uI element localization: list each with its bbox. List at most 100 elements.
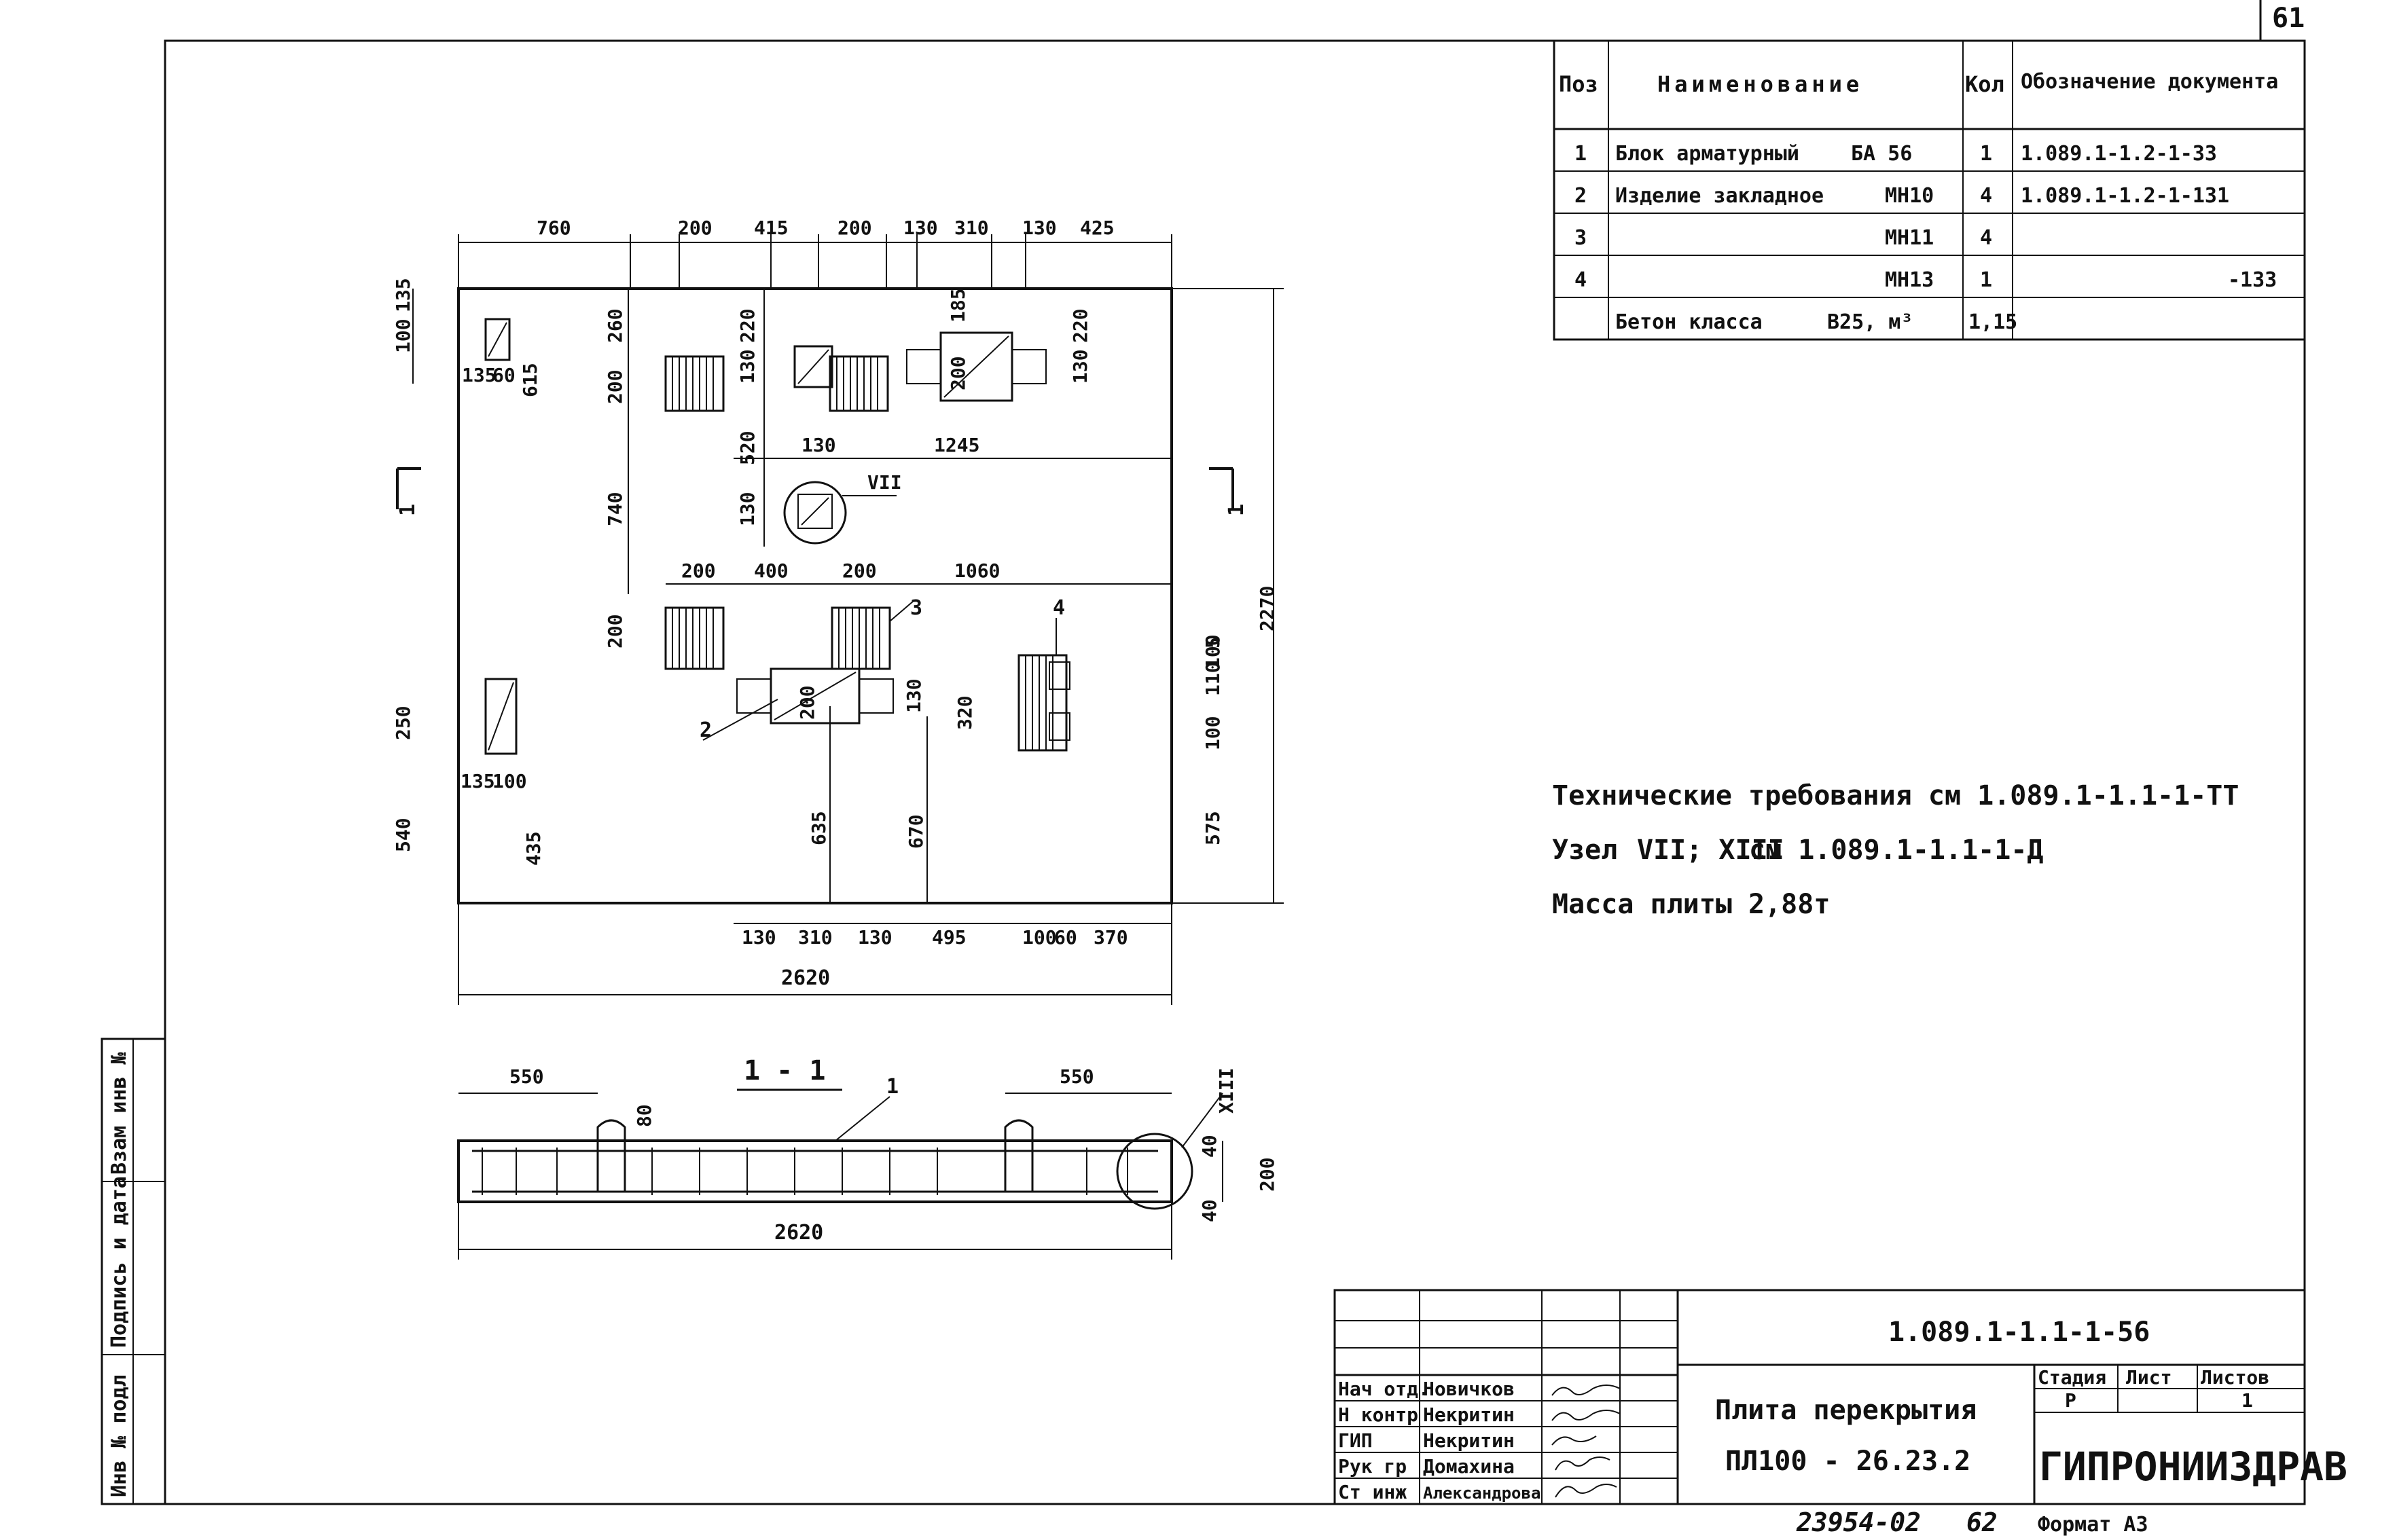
stamp-vzam-inv: Взам инв № <box>107 1051 131 1175</box>
note-mass: Масса плиты 2,88т <box>1552 889 1830 920</box>
section-view: 1 - 1 XIII 1 550 550 80 2620 40 200 <box>457 1055 1278 1260</box>
svg-text:200: 200 <box>796 685 818 720</box>
document-mark: ПЛ100 - 26.23.2 <box>1725 1446 1970 1477</box>
svg-text:135: 135 <box>392 278 414 312</box>
svg-text:2: 2 <box>1574 184 1587 208</box>
note-node-list: VII; XIII <box>1637 835 1784 866</box>
signature-1 <box>1551 1385 1621 1396</box>
svg-text:Рук гр: Рук гр <box>1338 1455 1407 1478</box>
svg-text:200: 200 <box>604 614 626 648</box>
svg-text:670: 670 <box>905 814 927 849</box>
svg-text:1,15: 1,15 <box>1968 310 2017 334</box>
spec-row-2: 2 Изделие закладное МН10 4 1.089.1-1.2-1… <box>1574 184 2229 208</box>
svg-text:635: 635 <box>808 811 830 845</box>
svg-text:615: 615 <box>519 363 541 397</box>
svg-text:1060: 1060 <box>954 560 1000 582</box>
svg-text:Новичков: Новичков <box>1423 1378 1515 1400</box>
svg-text:Некритин: Некритин <box>1423 1429 1515 1452</box>
spec-table: Поз Наименование Кол Обозначение докумен… <box>1553 39 2306 341</box>
signature-5 <box>1555 1484 1617 1498</box>
svg-text:130: 130 <box>801 434 836 456</box>
svg-text:185: 185 <box>947 288 969 323</box>
section-width-dim: 2620 <box>774 1221 823 1245</box>
svg-text:135: 135 <box>462 364 497 386</box>
svg-text:200: 200 <box>1256 1157 1278 1192</box>
svg-text:425: 425 <box>1080 217 1115 239</box>
organization: ГИПРОНИИЗДРАВ <box>2039 1444 2347 1490</box>
svg-text:40: 40 <box>1198 1199 1221 1222</box>
plate-mn11-2 <box>829 355 889 412</box>
spec-row-1: 1 Блок арматурный БА 56 1 1.089.1-1.2-1-… <box>1574 142 2217 166</box>
embedded-item-small-bottom <box>484 678 518 755</box>
svg-text:110: 110 <box>1202 661 1224 696</box>
svg-text:1245: 1245 <box>934 434 979 456</box>
svg-text:400: 400 <box>754 560 789 582</box>
spec-header-name: Наименование <box>1657 71 1863 97</box>
spec-row-4: 4 МН13 1 -133 <box>1574 268 2277 292</box>
svg-text:МН11: МН11 <box>1885 226 1934 250</box>
svg-text:5: 5 <box>1202 637 1224 648</box>
embedded-item-mn13 <box>1017 654 1070 752</box>
svg-text:4: 4 <box>1980 226 1992 250</box>
svg-text:540: 540 <box>392 818 414 852</box>
document-code: 1.089.1-1.1-1-56 <box>1888 1317 2150 1348</box>
svg-text:1: 1 <box>1574 142 1587 166</box>
svg-text:МН13: МН13 <box>1885 268 1934 292</box>
svg-text:100: 100 <box>492 770 527 792</box>
signature-2 <box>1551 1410 1621 1421</box>
svg-text:550: 550 <box>509 1065 544 1088</box>
section-mark-left: 1 <box>396 504 420 516</box>
svg-text:130: 130 <box>736 492 759 526</box>
note-node-suffix: см 1.089.1-1.1-1-Д <box>1749 835 2043 866</box>
svg-text:310: 310 <box>954 217 989 239</box>
svg-text:130: 130 <box>742 926 776 949</box>
sheet-frame <box>164 39 2306 1505</box>
page-number: 62 <box>1966 1507 1998 1537</box>
svg-text:1: 1 <box>1980 268 1992 292</box>
svg-text:310: 310 <box>798 926 833 949</box>
svg-text:Некритин: Некритин <box>1423 1404 1515 1426</box>
node-xiii-circle <box>1116 1133 1193 1210</box>
svg-text:Александрова: Александрова <box>1423 1484 1540 1503</box>
stamp-inv-podl: Инв № подл <box>107 1374 131 1497</box>
section-outline <box>457 1139 1173 1203</box>
svg-text:220: 220 <box>1069 308 1092 343</box>
format-label: Формат А3 <box>2038 1513 2148 1537</box>
svg-text:130: 130 <box>1069 349 1092 384</box>
svg-text:Изделие закладное: Изделие закладное <box>1615 184 1824 208</box>
svg-text:1.089.1-1.2-1-131: 1.089.1-1.2-1-131 <box>2021 184 2229 208</box>
svg-text:В25, м³: В25, м³ <box>1827 310 1913 334</box>
plate-mn11-4 <box>831 606 891 670</box>
svg-text:200: 200 <box>842 560 877 582</box>
svg-text:200: 200 <box>678 217 713 239</box>
svg-text:200: 200 <box>947 356 969 390</box>
svg-text:740: 740 <box>604 492 626 526</box>
svg-text:760: 760 <box>537 217 571 239</box>
svg-text:135: 135 <box>461 770 495 792</box>
svg-text:80: 80 <box>633 1104 655 1127</box>
overall-width-dim: 2620 <box>781 966 830 990</box>
svg-text:370: 370 <box>1094 926 1128 949</box>
overall-height-dim: 2270 <box>1256 586 1278 631</box>
svg-text:60: 60 <box>1054 926 1077 949</box>
stage-value: Р <box>2065 1389 2076 1412</box>
svg-text:200: 200 <box>837 217 872 239</box>
svg-text:130: 130 <box>1022 217 1057 239</box>
note-node-prefix: Узел <box>1552 835 1617 866</box>
plate-mn11-3 <box>664 606 725 670</box>
svg-text:Ст инж: Ст инж <box>1338 1481 1407 1503</box>
svg-text:1: 1 <box>1980 142 1992 166</box>
note-tech-requirements: Технические требования см 1.089.1-1.1-1-… <box>1552 780 2239 811</box>
svg-text:220: 220 <box>736 308 759 343</box>
svg-text:Домахина: Домахина <box>1423 1455 1515 1478</box>
spec-row-concrete: Бетон класса В25, м³ 1,15 <box>1615 310 2017 334</box>
sheet-number: 61 <box>2272 3 2305 34</box>
svg-text:40: 40 <box>1198 1135 1221 1158</box>
node-vii-label: VII <box>867 471 902 494</box>
sheets-header: Листов <box>2201 1366 2269 1389</box>
svg-text:Нач отд.: Нач отд. <box>1338 1378 1430 1400</box>
side-stamp: Инв № подл Подпись и дата Взам инв № <box>101 1038 166 1505</box>
svg-text:320: 320 <box>954 695 976 730</box>
callout-4: 4 <box>1053 596 1065 620</box>
